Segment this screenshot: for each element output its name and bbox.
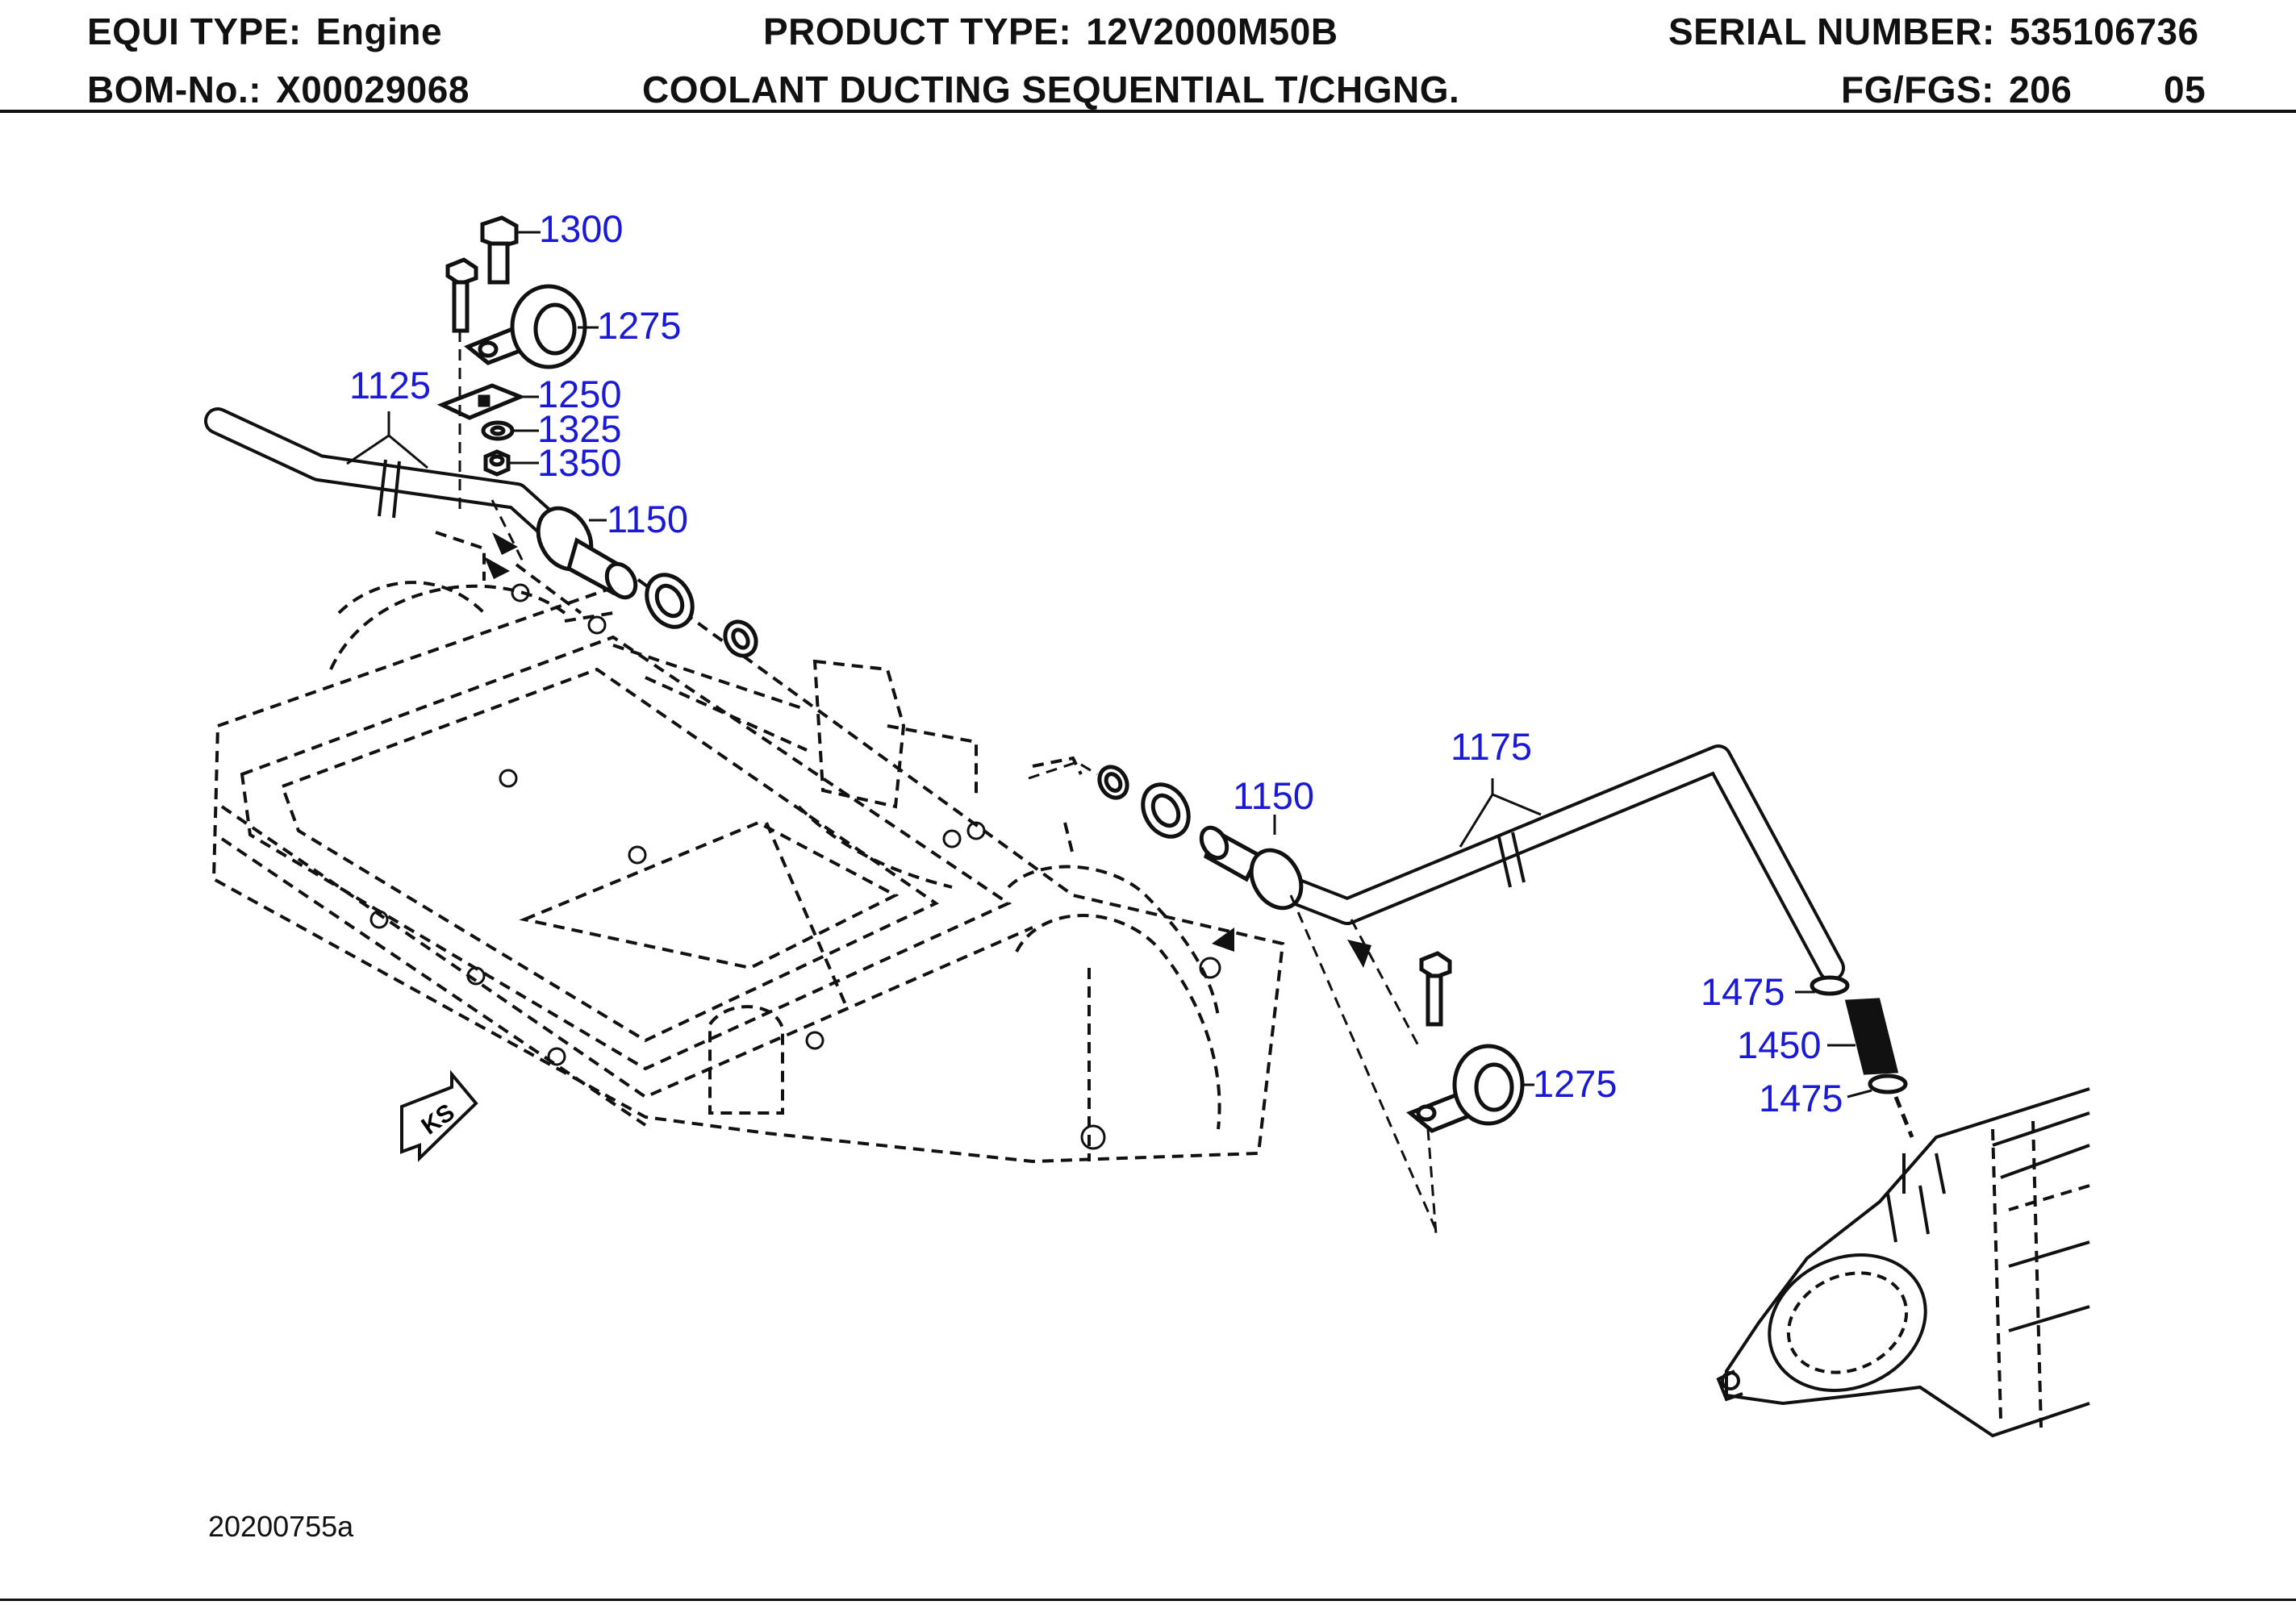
footer-rule (0, 1599, 2296, 1601)
serial-number-value: 535106736 (2009, 10, 2199, 52)
callout-1350: 1350 (537, 441, 622, 484)
callout-1450: 1450 (1737, 1023, 1822, 1066)
seal-rings-right (1097, 765, 1191, 839)
bom-title: COOLANT DUCTING SEQUENTIAL T/CHGNG. (642, 69, 1460, 110)
fitting-1150-right (1199, 825, 1304, 911)
pipe-1175 (1261, 744, 1845, 982)
equi-type: EQUI TYPE: Engine (87, 10, 442, 53)
fgs-value: 05 (2164, 69, 2206, 110)
fg-value: 206 (2009, 69, 2073, 110)
fg-fgs-label: FG/FGS: (1841, 69, 1995, 110)
callout-1275-bottom: 1275 (1533, 1062, 1618, 1105)
callout-1475-bottom: 1475 (1759, 1077, 1843, 1119)
callout-1325: 1325 (537, 407, 622, 450)
callout-1150-right: 1150 (1233, 774, 1314, 817)
product-type-label: PRODUCT TYPE: (763, 10, 1072, 52)
bracket-stack-left (436, 215, 587, 477)
bracket-axis-left (458, 331, 526, 565)
fg-fgs: FG/FGS: 206 (1841, 68, 2072, 111)
ks-direction-badge: KS (400, 1069, 478, 1162)
pipe-1125 (204, 407, 570, 546)
callout-1175: 1175 (1451, 725, 1532, 768)
callout-1250: 1250 (537, 373, 622, 415)
housing-bolt-holes (369, 583, 1221, 1150)
callout-labels: 1300 1275 1125 1250 1325 1350 1150 1175 … (349, 207, 1843, 1119)
equi-type-label: EQUI TYPE: (87, 10, 302, 52)
header-rule (0, 110, 2296, 113)
product-type: PRODUCT TYPE: 12V2000M50B (763, 10, 1338, 53)
callout-1150-left: 1150 (607, 498, 688, 540)
arrow-left-2 (484, 557, 510, 579)
bracket-right (1406, 951, 1525, 1133)
seal-rings-left (645, 573, 758, 658)
leader-lines (346, 231, 1872, 1098)
product-type-value: 12V2000M50B (1086, 10, 1338, 52)
bom-number: BOM-No.: X00029068 (87, 68, 470, 111)
serial-number-label: SERIAL NUMBER: (1668, 10, 1995, 52)
callout-1300: 1300 (539, 207, 624, 250)
intercooler-housing (211, 531, 1285, 1164)
right-connection-axis (1028, 761, 1438, 1235)
callout-1125: 1125 (349, 364, 431, 406)
equi-type-value: Engine (315, 10, 443, 52)
fitting-1150-left (536, 506, 638, 600)
arrow-left (492, 532, 518, 555)
serial-number: SERIAL NUMBER: 535106736 (1668, 10, 2199, 53)
turbocharger-housing (1716, 1087, 2090, 1438)
figure-id: 20200755a (208, 1510, 354, 1543)
arrow-right-2 (1347, 940, 1371, 968)
callout-1275-top: 1275 (597, 304, 682, 347)
bom-number-label: BOM-No.: (87, 69, 262, 110)
arrow-right-1 (1212, 928, 1234, 952)
bom-number-value: X00029068 (276, 69, 470, 110)
hose-assembly (1810, 975, 1914, 1138)
callout-1475-top: 1475 (1701, 970, 1785, 1013)
